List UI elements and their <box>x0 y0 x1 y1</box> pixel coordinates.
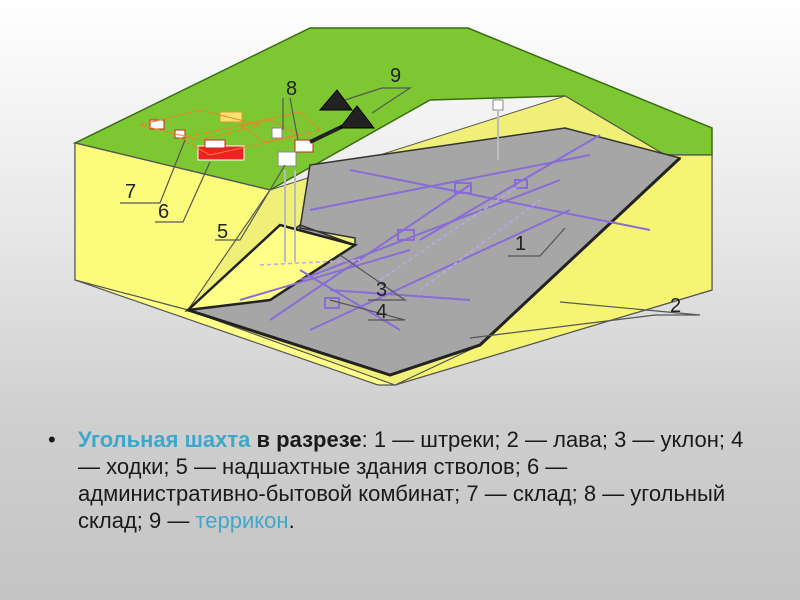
callout-8: 8 <box>286 78 297 100</box>
caption-colon: : <box>361 427 368 452</box>
caption-term: Угольная шахта <box>78 427 251 452</box>
callout-9: 9 <box>390 65 401 87</box>
caption-in-section: в разрезе <box>256 427 362 452</box>
callout-3: 3 <box>376 279 387 301</box>
spoil-heaps <box>318 89 376 129</box>
callout-6: 6 <box>158 201 169 223</box>
surface-buildings <box>139 99 504 262</box>
mine-workings-dashed <box>259 184 541 291</box>
caption-end: . <box>288 508 295 533</box>
callout-5: 5 <box>217 221 228 243</box>
caption-body: 1 — штреки; 2 — лава; 3 — уклон; 4 — ход… <box>78 427 744 533</box>
mine-workings <box>239 134 651 331</box>
callout-1: 1 <box>515 233 526 255</box>
bullet: • <box>48 427 56 452</box>
leader-lines <box>120 87 701 339</box>
caption-text: Угольная шахта в разрезе: 1 — штреки; 2 … <box>78 426 748 534</box>
callout-7: 7 <box>125 181 136 203</box>
callout-4: 4 <box>376 301 387 323</box>
seam-edge <box>187 156 682 377</box>
caption-link-terrikon[interactable]: террикон <box>195 508 289 533</box>
coal-mine-section-diagram: 1 2 3 4 5 6 7 8 9 <box>72 27 713 386</box>
caption: • Угольная шахта в разрезе: 1 — штреки; … <box>48 426 748 534</box>
callout-2: 2 <box>670 295 681 317</box>
shaft-cutout <box>184 223 359 312</box>
